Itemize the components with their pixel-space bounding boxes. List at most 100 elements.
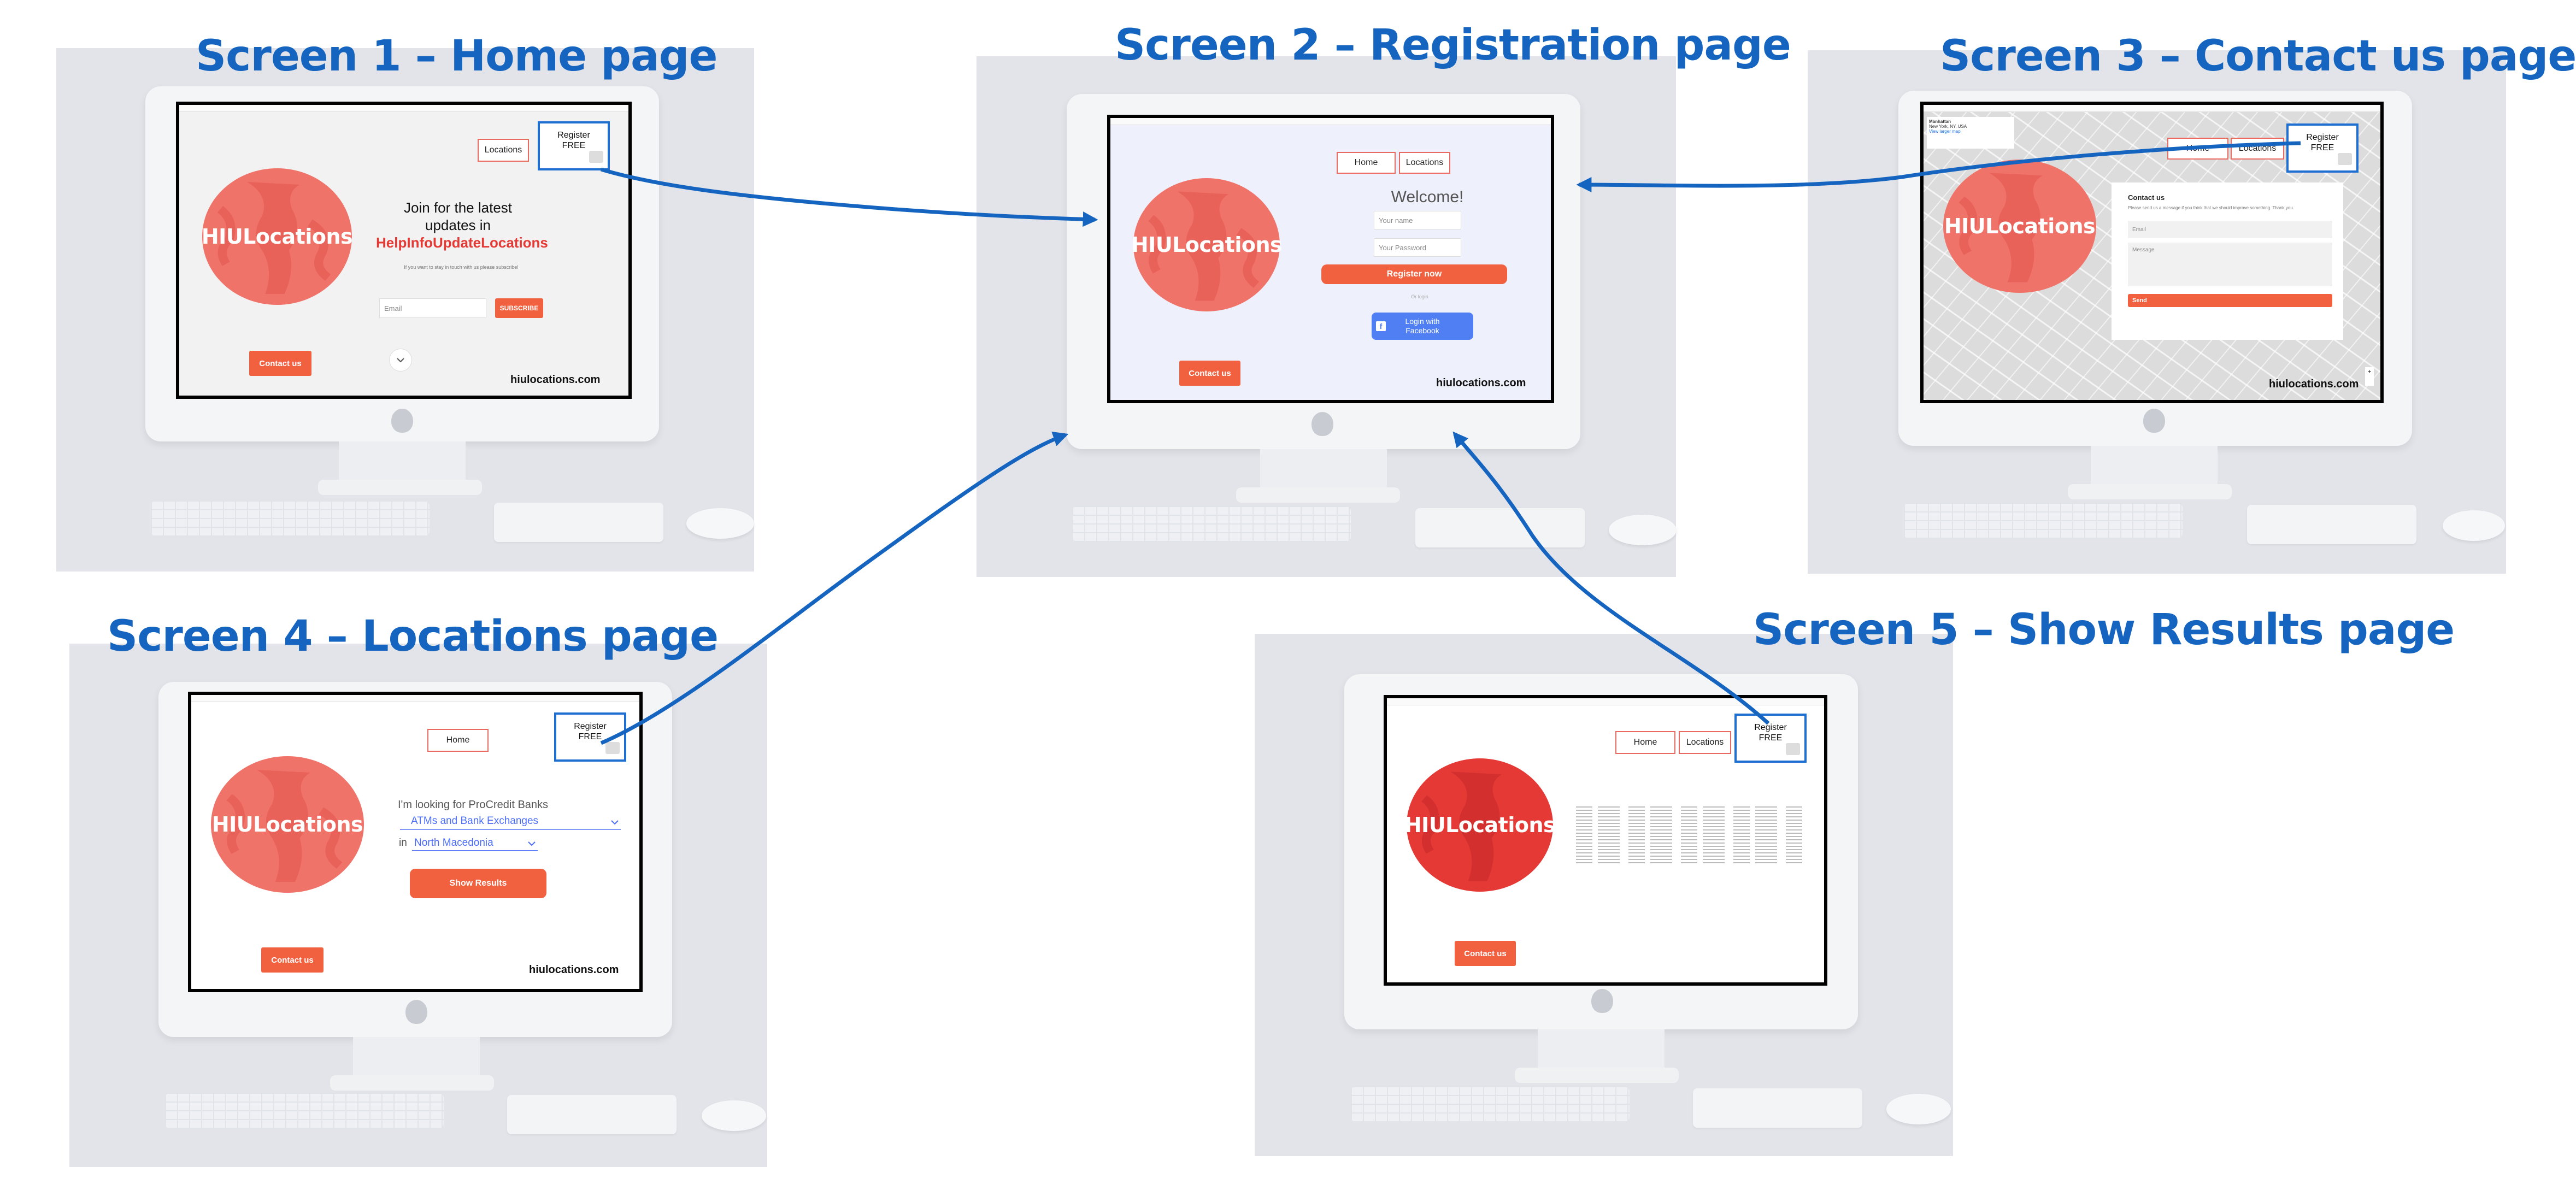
trackpad <box>2247 505 2416 544</box>
imac-stand <box>339 441 466 483</box>
contact-form-text: Please send us a message if you think th… <box>2128 205 2295 210</box>
nav-locations[interactable]: Locations <box>2231 138 2284 160</box>
nav-home[interactable]: Home <box>2167 138 2228 160</box>
keyboard <box>165 1093 444 1129</box>
apple-logo-icon <box>1311 412 1333 436</box>
screen5-display: HIULocations Home Locations Register FRE… <box>1384 695 1827 986</box>
mouse <box>2443 510 2505 541</box>
globe-icon: HIULocations <box>1943 160 2096 293</box>
message-input[interactable]: Message <box>2128 243 2332 286</box>
country-select[interactable]: North Macedonia <box>412 836 538 851</box>
domain-label: hiulocations.com <box>1436 377 1526 389</box>
password-input[interactable]: Your Password <box>1374 238 1461 257</box>
nav-home[interactable]: Home <box>1615 731 1675 754</box>
screen1-title: Screen 1 – Home page <box>196 32 717 81</box>
map-link[interactable]: View larger map <box>1929 129 1961 134</box>
chevron-down-icon <box>611 820 619 825</box>
in-label: in <box>399 837 407 849</box>
contact-us-button[interactable]: Contact us <box>261 947 324 973</box>
send-button[interactable]: Send <box>2128 294 2332 307</box>
register-free-button[interactable]: Register FREE <box>554 712 626 762</box>
join-heading-line2: updates in <box>425 217 491 233</box>
apple-logo-icon <box>1591 989 1613 1013</box>
contact-us-button[interactable]: Contact us <box>249 351 311 376</box>
chevron-down-icon <box>528 841 536 846</box>
country-value: North Macedonia <box>414 837 493 849</box>
trackpad <box>494 503 663 542</box>
nav-home[interactable]: Home <box>427 729 489 752</box>
name-input[interactable]: Your name <box>1374 211 1461 229</box>
register-free-button[interactable]: Register FREE <box>2286 123 2359 173</box>
join-heading-brand: HelpInfoUpdateLocations <box>376 234 548 251</box>
map-place: Manhattan <box>1929 119 1951 124</box>
logo-text: HIULocations <box>1404 813 1556 837</box>
keyboard <box>151 500 430 537</box>
trackpad <box>507 1095 677 1134</box>
send-label: Send <box>2132 297 2147 304</box>
cursor-placeholder <box>605 742 620 754</box>
register-free-label: FREE <box>1758 733 1783 743</box>
facebook-icon: f <box>1376 321 1386 331</box>
register-label: Register <box>1754 723 1787 732</box>
contact-form-title: Contact us <box>2128 193 2165 202</box>
contact-us-button[interactable]: Contact us <box>1455 941 1516 966</box>
map-zoom-control[interactable]: + <box>2365 367 2374 386</box>
map-info-card: Manhattan New York, NY, USA View larger … <box>1927 117 2014 149</box>
globe-icon: HIULocations <box>1404 758 1556 892</box>
register-free-label: FREE <box>2310 143 2334 152</box>
register-free-button[interactable]: Register FREE <box>1734 714 1807 763</box>
register-label: Register <box>2306 133 2339 142</box>
domain-label: hiulocations.com <box>510 374 601 386</box>
apple-logo-icon <box>391 409 413 433</box>
mouse <box>702 1100 766 1131</box>
imac-stand <box>1260 449 1387 491</box>
nav-locations[interactable]: Locations <box>1679 731 1731 754</box>
trackpad <box>1693 1088 1862 1128</box>
logo-text: HIULocations <box>1944 214 2096 238</box>
screen4-display: HIULocations Home Register FREE I'm look… <box>188 692 643 992</box>
contact-us-button[interactable]: Contact us <box>1179 361 1240 386</box>
show-results-button[interactable]: Show Results <box>410 869 546 898</box>
imac-foot <box>1515 1068 1679 1083</box>
keyboard <box>1072 506 1351 542</box>
subscribe-button[interactable]: SUBSCRIBE <box>495 298 543 318</box>
screen5-title: Screen 5 – Show Results page <box>1753 605 2455 655</box>
welcome-heading: Welcome! <box>1391 188 1464 206</box>
email-input[interactable]: Email <box>2128 221 2332 238</box>
logo-text: HIULocations <box>1131 233 1283 257</box>
register-label: Register <box>574 722 607 731</box>
facebook-login-button[interactable]: f Login with Facebook <box>1372 313 1473 340</box>
keyboard <box>1351 1086 1630 1122</box>
or-login-label: Or login <box>1411 294 1428 299</box>
chevron-down-icon <box>397 358 404 363</box>
email-input[interactable]: Email <box>379 298 486 318</box>
nav-home[interactable]: Home <box>1337 152 1396 174</box>
imac-foot <box>2068 484 2232 499</box>
globe-icon: HIULocations <box>1131 178 1283 311</box>
logo-text: HIULocations <box>211 812 363 836</box>
results-table[interactable] <box>1576 806 1804 863</box>
globe-icon: HIULocations <box>211 756 364 893</box>
domain-label: hiulocations.com <box>2269 378 2359 390</box>
screen2-display: HIULocations Home Locations Welcome! You… <box>1107 115 1554 403</box>
nav-locations[interactable]: Locations <box>478 139 529 162</box>
nav-locations[interactable]: Locations <box>1399 152 1450 174</box>
scroll-down-button[interactable] <box>389 349 412 372</box>
globe-icon: HIULocations <box>202 168 353 305</box>
screen3-display: Manhattan New York, NY, USA View larger … <box>1920 102 2384 403</box>
register-free-button[interactable]: Register FREE <box>538 121 610 170</box>
join-heading-line1: Join for the latest <box>404 199 512 216</box>
screen4-title: Screen 4 – Locations page <box>107 612 719 661</box>
register-free-label: FREE <box>578 732 602 741</box>
keyboard <box>1904 503 2183 539</box>
browser-bar <box>1110 118 1551 125</box>
trackpad <box>1415 508 1585 547</box>
imac-stand <box>353 1037 480 1079</box>
category-value: ATMs and Bank Exchanges <box>411 815 539 827</box>
join-heading: Join for the latest updates in HelpInfoU… <box>376 199 548 251</box>
register-now-button[interactable]: Register now <box>1321 264 1507 284</box>
cursor-placeholder <box>589 151 603 163</box>
category-select[interactable]: ATMs and Bank Exchanges <box>400 814 621 830</box>
domain-label: hiulocations.com <box>529 964 619 976</box>
mouse <box>686 508 754 539</box>
